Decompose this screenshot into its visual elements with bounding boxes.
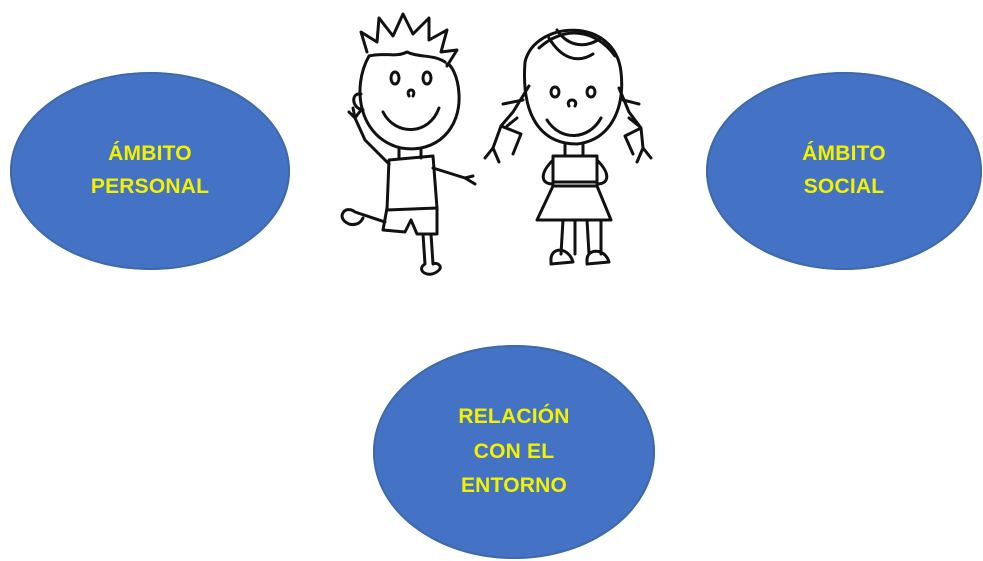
label-line: ENTORNO: [460, 474, 567, 498]
label-line: PERSONAL: [90, 175, 210, 198]
children-illustration-icon: [340, 12, 653, 276]
ambito-personal-label: ÁMBITO PERSONAL: [91, 138, 209, 203]
ambito-social-label: ÁMBITO SOCIAL: [802, 138, 886, 203]
label-line: SOCIAL: [803, 175, 885, 198]
boy-figure: [340, 12, 477, 276]
relacion-entorno-label: RELACIÓN CON EL ENTORNO: [458, 400, 569, 504]
girl-figure: [483, 28, 653, 266]
relacion-entorno-node: RELACIÓN CON EL ENTORNO: [373, 345, 655, 559]
label-line: ÁMBITO: [108, 142, 192, 166]
ambito-social-node: ÁMBITO SOCIAL: [706, 72, 982, 270]
label-line: ÁMBITO: [802, 142, 886, 166]
label-line: CON EL: [473, 439, 555, 463]
ambito-personal-node: ÁMBITO PERSONAL: [10, 72, 290, 270]
label-line: RELACIÓN: [458, 405, 570, 429]
